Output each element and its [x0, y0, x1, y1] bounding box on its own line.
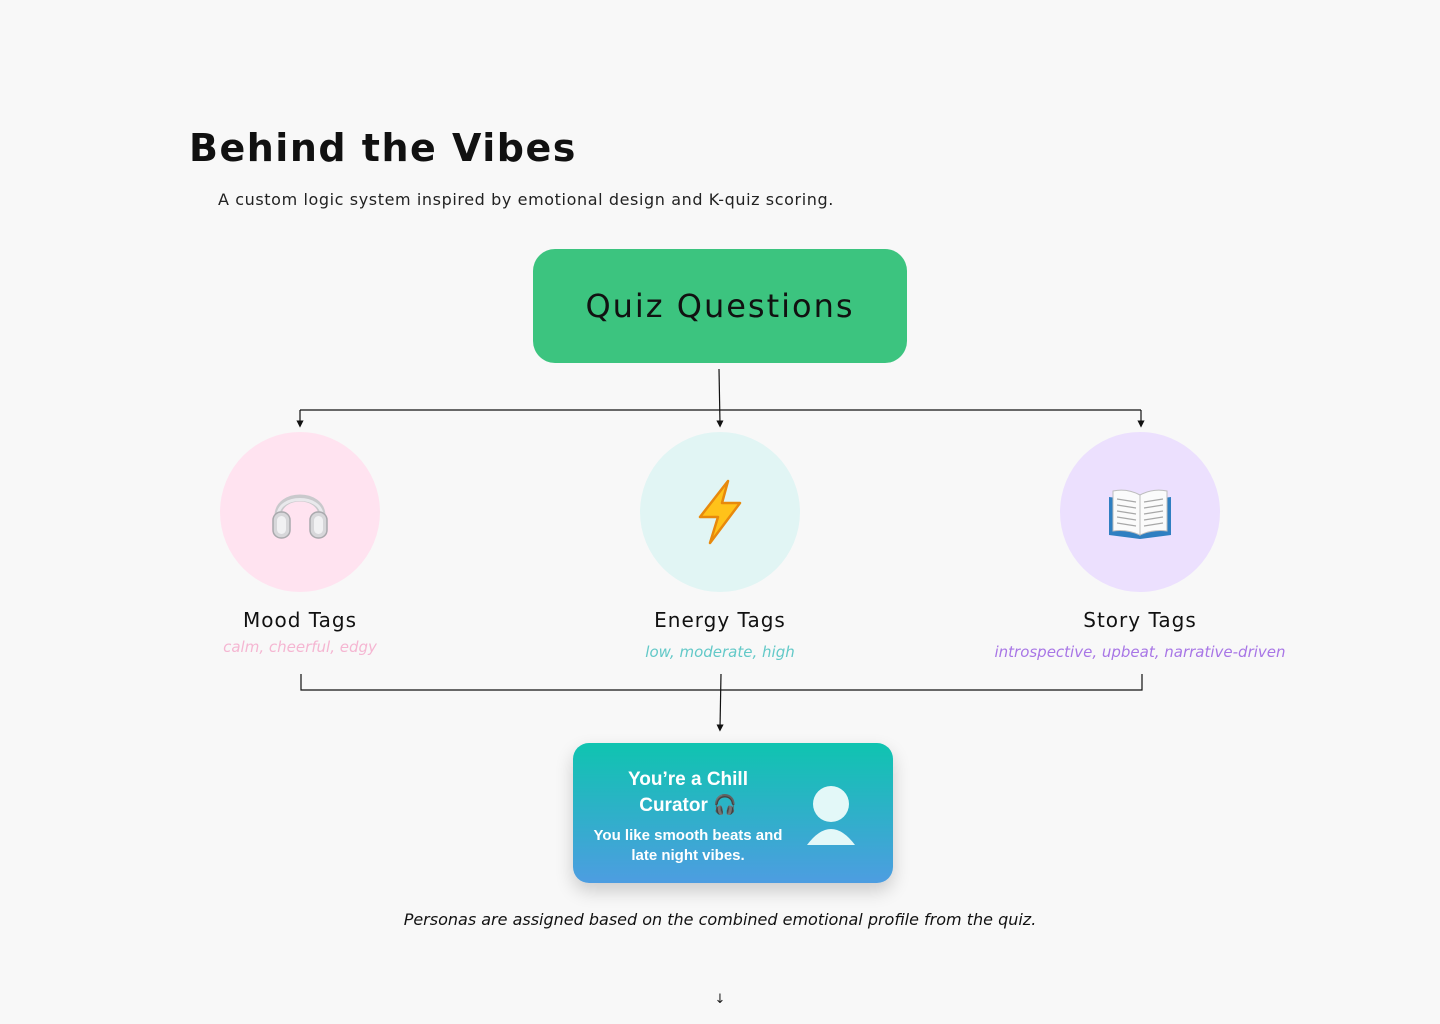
- story-tags-examples: introspective, upbeat, narrative-driven: [994, 643, 1286, 661]
- headphones-icon: [272, 494, 328, 539]
- mood-tags-examples: calm, cheerful, edgy: [223, 638, 377, 656]
- lightning-icon: [698, 479, 742, 545]
- story-tags-node: Story Tags introspective, upbeat, narrat…: [940, 432, 1340, 661]
- mood-tags-title: Mood Tags: [242, 608, 358, 632]
- page-title: Behind the Vibes: [189, 126, 577, 170]
- merge-to-persona-connector: [716, 673, 724, 732]
- user-avatar-icon: [807, 786, 855, 845]
- persona-title: You’re a Chill Curator 🎧: [627, 769, 748, 816]
- root-stem-connector: [716, 368, 724, 428]
- story-tags-circle: [1060, 432, 1220, 592]
- scroll-down-arrow-icon[interactable]: ↓: [714, 992, 726, 1007]
- open-book-icon: [1109, 489, 1171, 539]
- diagram-footnote: Personas are assigned based on the combi…: [403, 910, 1037, 929]
- energy-tags-node: Energy Tags low, moderate, high: [520, 432, 920, 661]
- energy-tags-title: Energy Tags: [654, 608, 786, 632]
- persona-result-card: You’re a Chill Curator 🎧 You like smooth…: [573, 743, 893, 883]
- page-subtitle: A custom logic system inspired by emotio…: [218, 190, 834, 209]
- quiz-questions-node: Quiz Questions: [533, 249, 907, 363]
- persona-description: You like smooth beats and late night vib…: [593, 827, 783, 864]
- quiz-questions-label: Quiz Questions: [585, 287, 855, 325]
- mood-tags-node: Mood Tags calm, cheerful, edgy: [100, 432, 500, 656]
- energy-tags-examples: low, moderate, high: [645, 643, 795, 661]
- mood-tags-circle: [220, 432, 380, 592]
- merge-connector: [300, 674, 1143, 691]
- energy-tags-circle: [640, 432, 800, 592]
- story-tags-title: Story Tags: [1083, 608, 1197, 632]
